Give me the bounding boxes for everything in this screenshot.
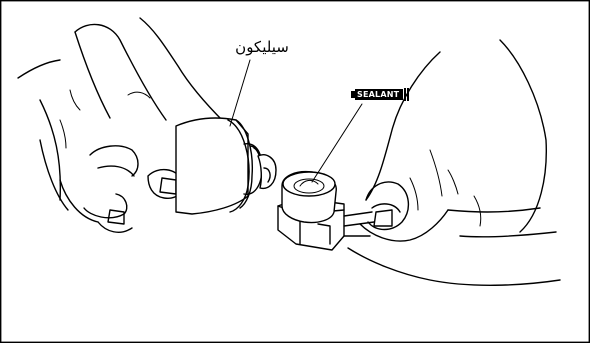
sealant-leader-line (312, 104, 362, 182)
sealant-label: SEALANT (357, 89, 397, 100)
silicone-leader-line (230, 60, 250, 126)
silicone-tube-drawing (176, 118, 276, 214)
silicone-label: سیلیکون (226, 36, 298, 58)
right-hand-drawing (348, 40, 560, 285)
connector-drawing (278, 172, 374, 250)
